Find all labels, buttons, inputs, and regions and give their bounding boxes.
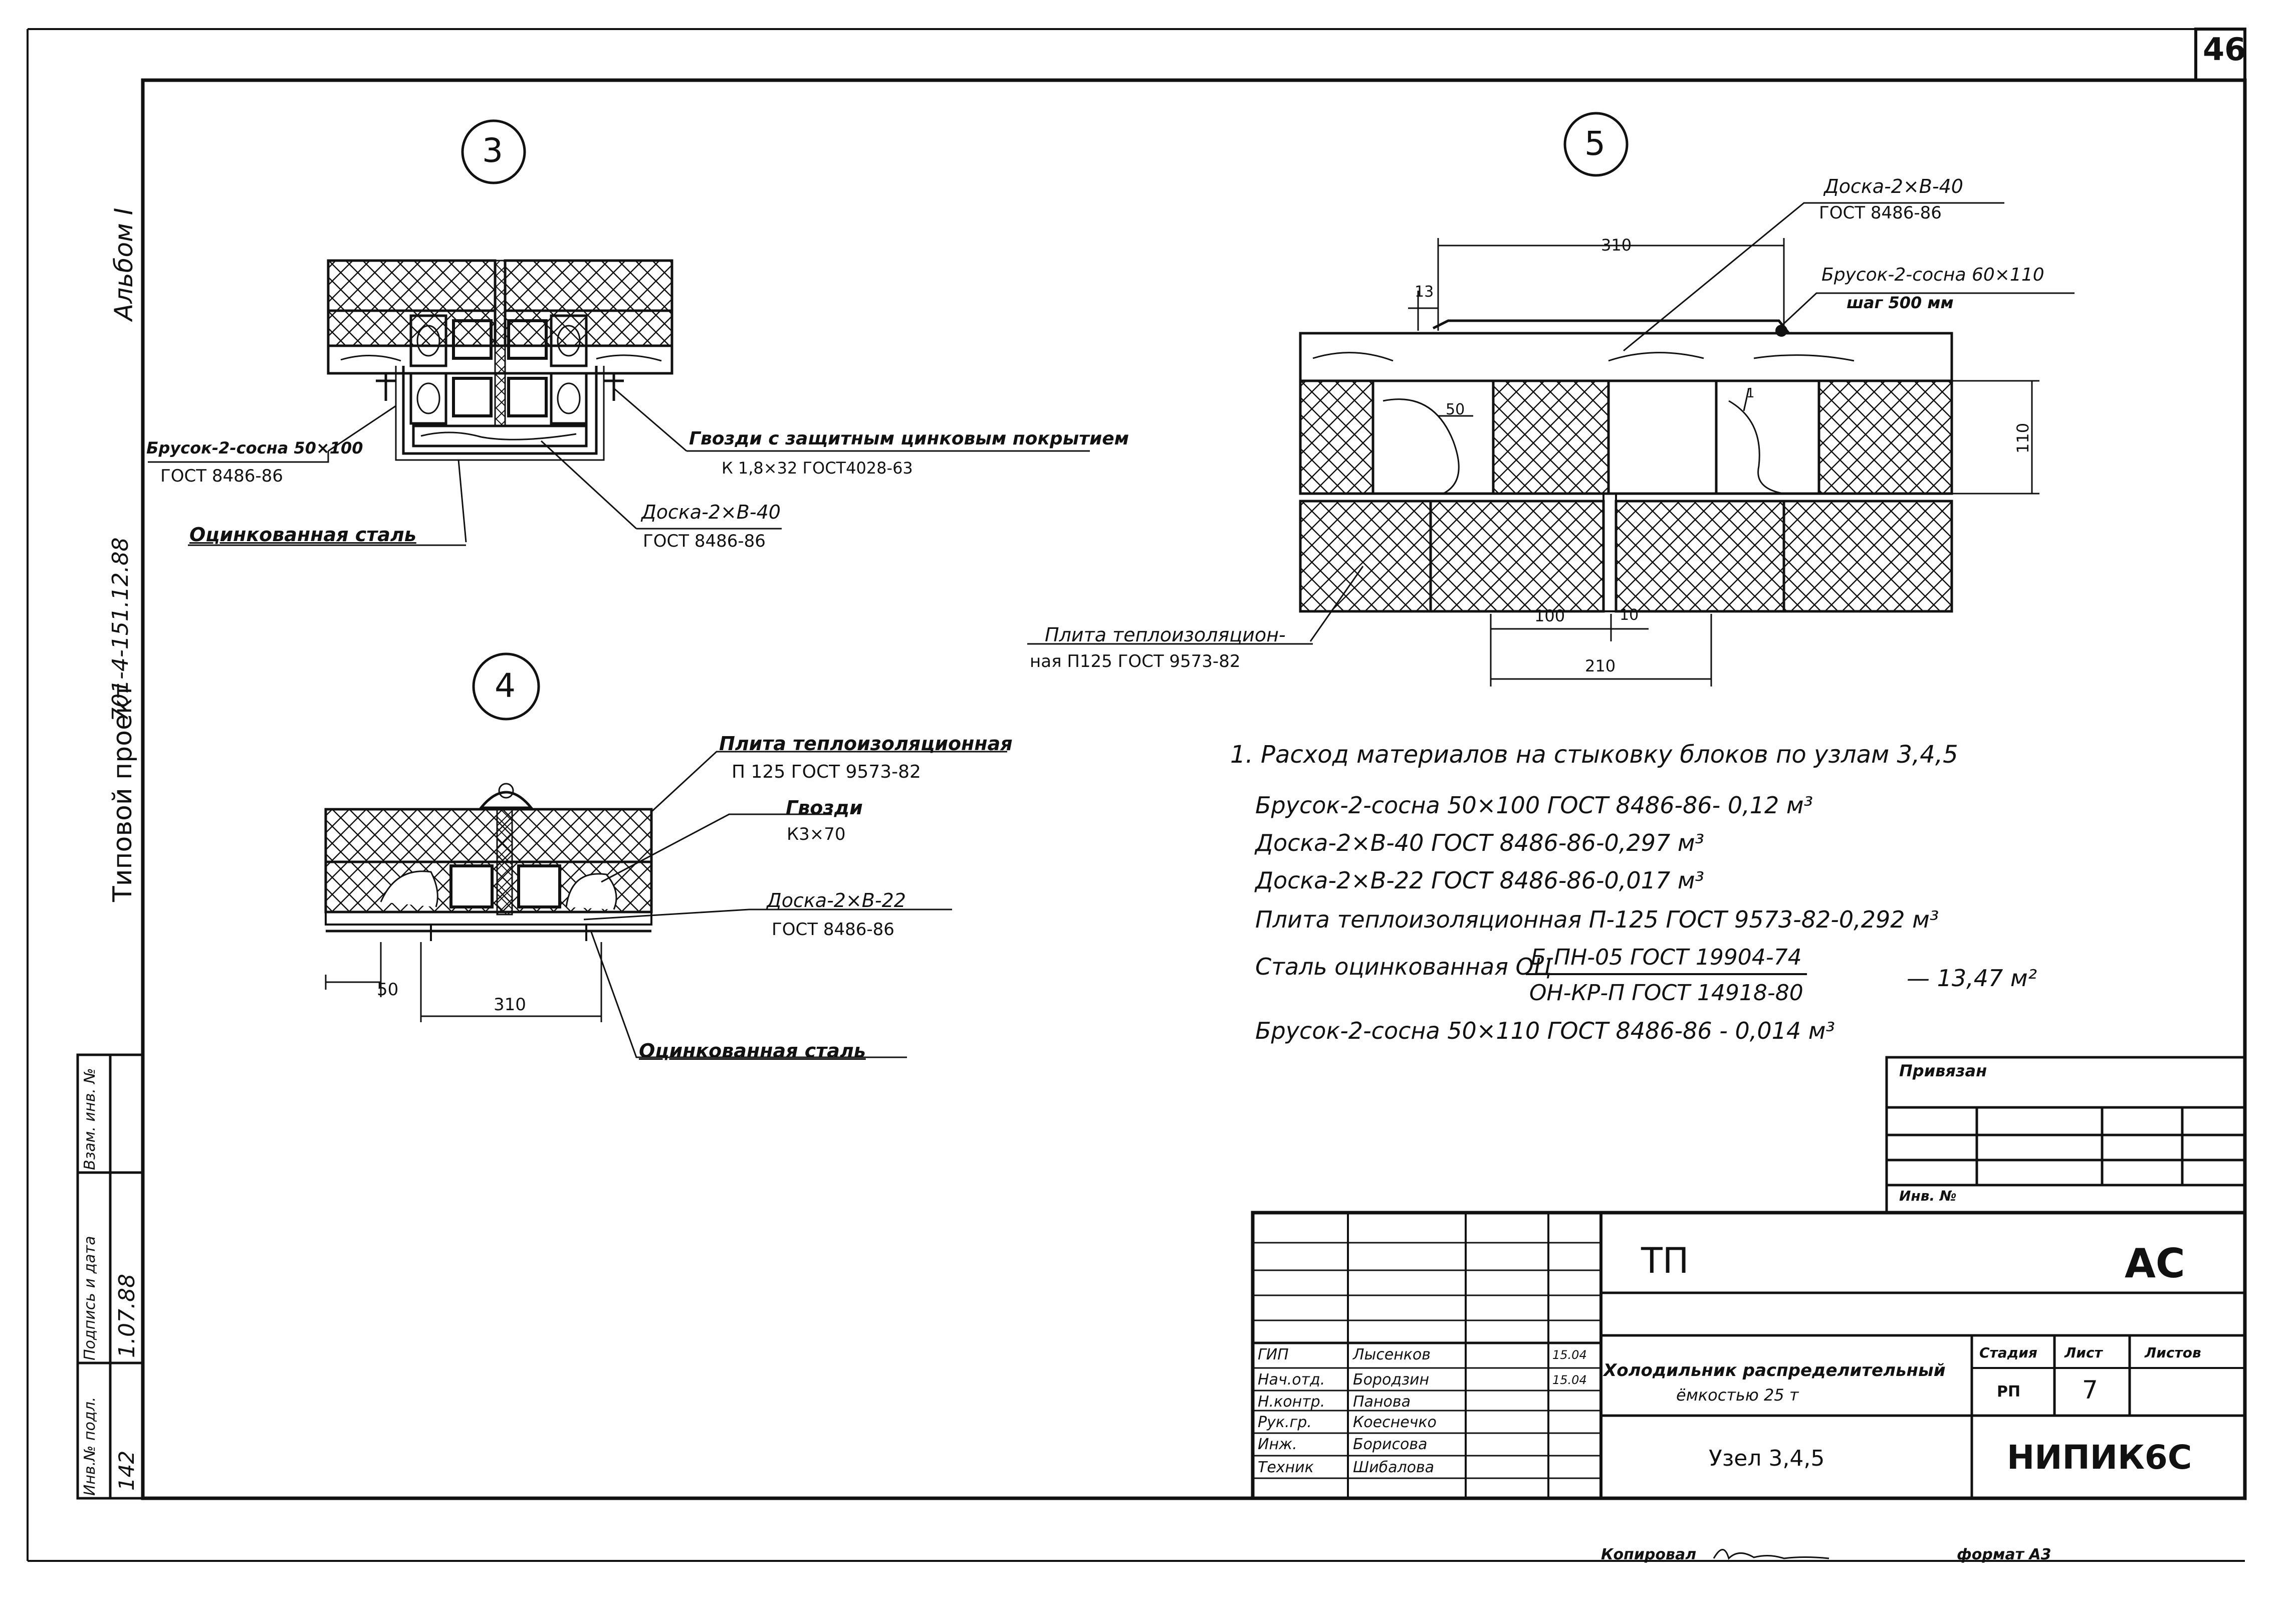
node5-plate-1: Плита теплоизоляцион- [1045, 624, 1286, 646]
album-label: Альбом I [109, 207, 138, 321]
title-stage-label: Стадия [1979, 1344, 2037, 1361]
node3-steel: Оцинкованная сталь [189, 524, 416, 546]
node5-dim-210: 210 [1585, 656, 1616, 675]
node5-doska: Доска-2×В-40 [1824, 175, 1963, 197]
node4-plate-gost: П 125 ГОСТ 9573-82 [732, 762, 921, 782]
person-name: Коеснечко [1353, 1414, 1437, 1431]
page-number: 46 [2203, 31, 2246, 68]
node4-plate: Плита теплоизоляционная [719, 733, 1013, 755]
node5-brusok: Брусок-2-сосна 60×110 [1821, 265, 2044, 285]
node5-brusok-step: шаг 500 мм [1847, 293, 1954, 312]
person-role: Инж. [1258, 1436, 1297, 1453]
notes-steel-fraction: Б-ПН-05 ГОСТ 19904-74 ОН-КР-П ГОСТ 14918… [1526, 945, 1807, 1006]
person-role: Техник [1258, 1459, 1314, 1476]
title-sheet-label: Лист [2064, 1344, 2103, 1361]
node4-gvozdi: Гвозди [786, 797, 863, 819]
notes-steel-label: Сталь оцинкованная ОЦ [1255, 953, 1552, 980]
title-object-2: ёмкостью 25 т [1676, 1386, 1799, 1405]
person-name: Бородзин [1353, 1371, 1430, 1389]
node4-doska-gost: ГОСТ 8486-86 [772, 920, 894, 940]
person-role: ГИП [1258, 1346, 1289, 1363]
person-date: 15.04 [1552, 1373, 1587, 1387]
notes-item-4: Плита теплоизоляционная П-125 ГОСТ 9573-… [1255, 906, 1939, 933]
title-code-left: ТП [1641, 1240, 1689, 1281]
title-org: НИПИК6С [2007, 1438, 2192, 1477]
node3-brusok: Брусок-2-сосна 50×100 [146, 438, 363, 457]
node4-steel: Оцинкованная сталь [639, 1040, 866, 1062]
node5-dim-100: 100 [1534, 606, 1565, 625]
node4-dim-310: 310 [494, 995, 526, 1015]
node5-plate-2: ная П125 ГОСТ 9573-82 [1030, 651, 1241, 671]
node-3-circle [461, 119, 526, 184]
title-drawing-name: Узел 3,4,5 [1709, 1446, 1825, 1471]
stamp-podpis-label: Подпись и дата [81, 1236, 99, 1361]
node3-doska-gost: ГОСТ 8486-86 [643, 531, 766, 551]
notes-steel-value: — 13,47 м² [1907, 965, 2037, 992]
stamp-inv-podl-value: 142 [114, 1450, 139, 1491]
privyazan-table [1885, 1056, 2246, 1214]
sheet-frame [27, 28, 2247, 1562]
privyazan-label: Привязан [1899, 1061, 1987, 1080]
title-sheets-label: Листов [2145, 1344, 2201, 1361]
notes-item-1: Брусок-2-сосна 50×100 ГОСТ 8486-86- 0,12… [1255, 792, 1813, 819]
node-4-circle [472, 652, 540, 721]
person-name: Шибалова [1353, 1459, 1435, 1476]
node5-dim-110: 110 [2013, 422, 2032, 453]
node5-dim-10: 10 [1620, 606, 1639, 624]
node5-dim-50: 50 [1446, 401, 1465, 418]
node3-gvozdi: Гвозди с защитным цинковым покрытием [689, 428, 1129, 449]
node4-doska: Доска-2×В-22 [767, 889, 906, 911]
node3-brusok-gost: ГОСТ 8486-86 [160, 466, 283, 486]
notes-steel-num: Б-ПН-05 ГОСТ 19904-74 [1526, 945, 1807, 975]
node-3-number: 3 [482, 131, 503, 170]
node5-dim-1: 1 [1746, 386, 1755, 401]
stamp-podpis-value: 1.07.88 [114, 1274, 140, 1358]
notes-item-last: Брусок-2-сосна 50×110 ГОСТ 8486-86 - 0,0… [1255, 1017, 1835, 1044]
node-4-drawing [324, 652, 1007, 1058]
node-5-circle [1563, 112, 1629, 177]
node-5-number: 5 [1584, 124, 1605, 163]
person-role: Рук.гр. [1258, 1414, 1312, 1431]
title-code-right: АС [2125, 1240, 2185, 1287]
person-name: Лысенков [1353, 1346, 1431, 1363]
project-code: 701-4-151.12.88 [108, 537, 133, 722]
person-date: 15.04 [1552, 1348, 1587, 1362]
person-name: Панова [1353, 1393, 1411, 1411]
copier-signature [1713, 1549, 1829, 1560]
stamp-inv-podl-label: Инв.№ подл. [81, 1397, 99, 1496]
notes-heading: 1. Расход материалов на стыковку блоков … [1230, 741, 1958, 769]
node3-gvozdi-gost: К 1,8×32 ГОСТ4028-63 [722, 459, 913, 478]
copied-by-label: Копировал [1601, 1546, 1697, 1563]
notes-item-2: Доска-2×В-40 ГОСТ 8486-86-0,297 м³ [1255, 829, 1704, 856]
person-role: Нач.отд. [1258, 1371, 1325, 1389]
node-4-number: 4 [495, 666, 516, 705]
title-stage-value: РП [1997, 1383, 2021, 1401]
title-block-frame [1251, 1211, 2247, 1500]
privyazan-inv-label: Инв. № [1899, 1188, 1957, 1204]
node5-dim-310: 310 [1601, 236, 1632, 255]
person-name: Борисова [1353, 1436, 1428, 1453]
node-3-drawing [148, 119, 1090, 546]
node-5-drawing [1027, 112, 2075, 686]
person-role: Н.контр. [1258, 1393, 1325, 1411]
notes-steel-den: ОН-КР-П ГОСТ 14918-80 [1529, 980, 1803, 1006]
stamp-vzam-label: Взам. инв. № [81, 1068, 99, 1170]
title-sheet-value: 7 [2082, 1376, 2098, 1405]
left-stamp-frame [76, 1053, 144, 1500]
title-object-1: Холодильник распределительный [1603, 1360, 1946, 1381]
node4-dim-50: 50 [377, 980, 399, 1000]
node3-doska: Доска-2×В-40 [641, 501, 781, 523]
notes-item-3: Доска-2×В-22 ГОСТ 8486-86-0,017 м³ [1255, 867, 1704, 894]
node5-doska-gost: ГОСТ 8486-86 [1819, 203, 1942, 223]
format-label: формат А3 [1957, 1546, 2051, 1563]
node5-dim-13: 13 [1415, 283, 1434, 301]
node4-gvozdi-spec: К3×70 [787, 824, 846, 844]
